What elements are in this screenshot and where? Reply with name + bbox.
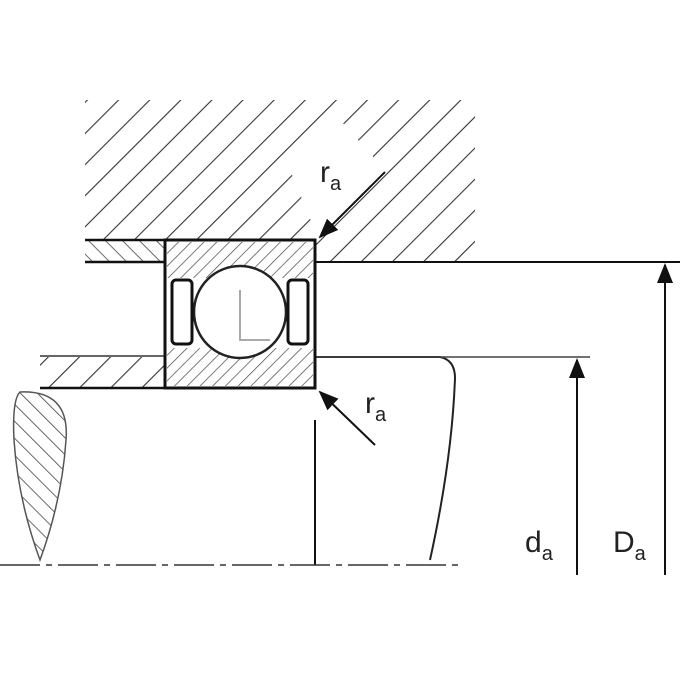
bearing bbox=[163, 238, 317, 390]
seal-left bbox=[170, 278, 194, 346]
left-section bbox=[12, 391, 68, 563]
housing bbox=[85, 100, 680, 264]
label-ra-bottom: ra bbox=[365, 387, 387, 426]
label-ra-top: ra bbox=[320, 156, 342, 195]
label-Da: Da bbox=[613, 526, 647, 565]
shaft bbox=[40, 355, 590, 565]
seal-right bbox=[286, 278, 310, 346]
label-da: da bbox=[525, 526, 554, 565]
ra-top-arrow bbox=[318, 171, 386, 239]
ra-bottom-arrow bbox=[318, 390, 376, 446]
